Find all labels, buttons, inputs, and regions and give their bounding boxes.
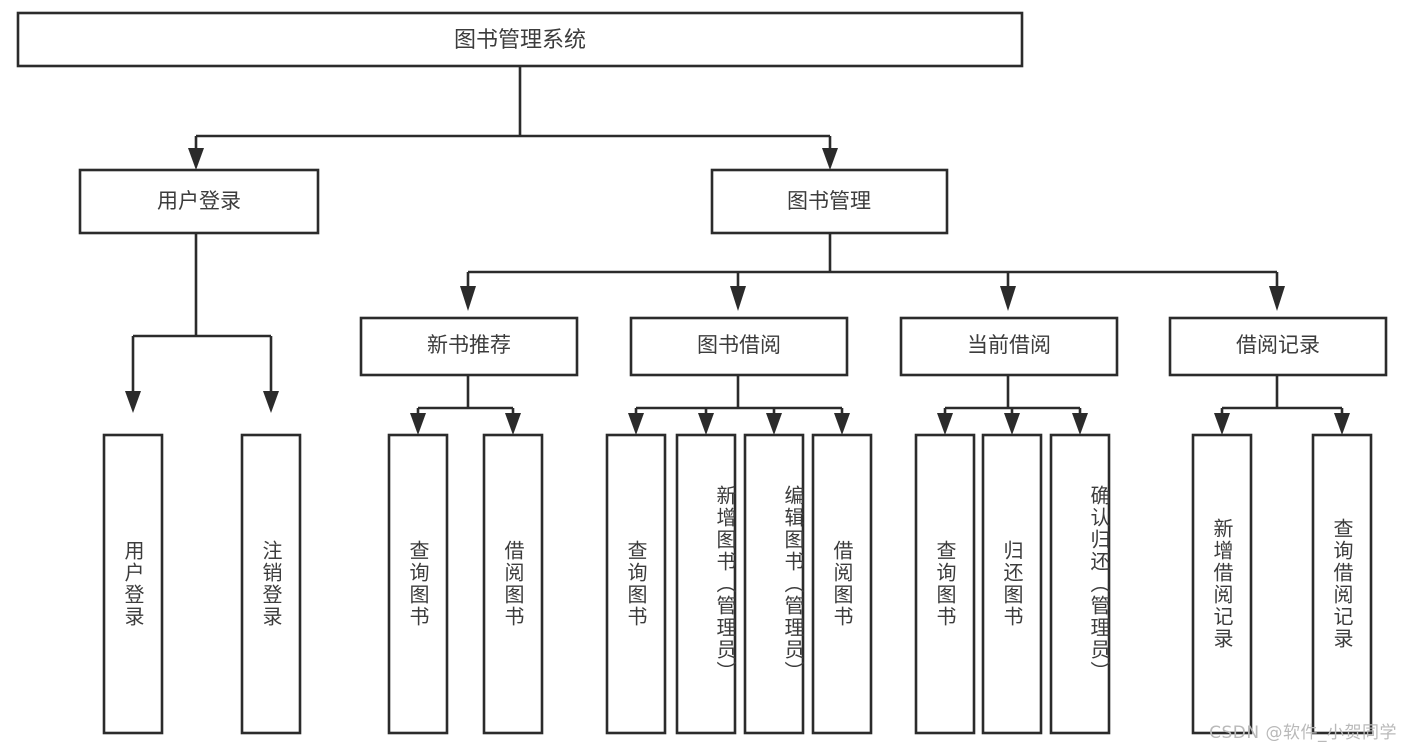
arrow-head-currentborrow-leaf-3	[1072, 413, 1088, 435]
arrow-head-bookborrow	[730, 286, 746, 311]
csdn-watermark: CSDN @软件_小贺同学	[1209, 723, 1397, 743]
leaf-box-book-borrow-3[interactable]	[743, 433, 805, 735]
node-current-borrow-box[interactable]	[899, 316, 1119, 377]
arrow-head-currentborrow-leaf-2	[1004, 413, 1020, 435]
node-borrow-record[interactable]: 借阅记录	[1168, 316, 1388, 377]
node-book-borrow-label: 图书借阅	[697, 333, 781, 357]
node-borrow-record-label: 借阅记录	[1236, 333, 1320, 357]
arrow-head-newbook	[460, 286, 476, 311]
leaf-box-new-book-1[interactable]	[387, 433, 449, 735]
node-user-login[interactable]: 用户登录	[78, 168, 320, 235]
arrow-head-currentborrow-leaf-1	[937, 413, 953, 435]
node-new-book-recommend-label: 新书推荐	[427, 333, 511, 357]
leaf-box-current-borrow-3[interactable]	[1049, 433, 1111, 735]
node-book-borrow[interactable]: 图书借阅	[629, 316, 849, 377]
leaf-box-book-borrow-2[interactable]	[675, 433, 737, 735]
arrow-head-userlogin	[188, 148, 204, 170]
leaf-box-current-borrow-1[interactable]	[914, 433, 976, 735]
node-root[interactable]: 图书管理系统	[16, 11, 1024, 68]
node-user-login-label: 用户登录	[157, 189, 241, 213]
arrow-head-borrowrecord-leaf-1	[1214, 413, 1230, 435]
arrow-head-user-login-leaf	[125, 391, 141, 413]
leaf-box-user-login-1[interactable]	[102, 433, 164, 735]
arrow-head-currentborrow	[1000, 286, 1016, 311]
arrow-head-bookmgmt	[822, 148, 838, 170]
arrow-head-newbook-leaf-1	[410, 413, 426, 435]
node-book-management-box[interactable]	[710, 168, 949, 235]
arrow-head-borrowrecord-leaf-2	[1334, 413, 1350, 435]
node-user-login-box[interactable]	[78, 168, 320, 235]
arrow-head-logout-leaf	[263, 391, 279, 413]
arrow-head-bookborrow-leaf-2	[698, 413, 714, 435]
node-current-borrow[interactable]: 当前借阅	[899, 316, 1119, 377]
arrow-head-borrowrecord	[1269, 286, 1285, 311]
node-book-management-label: 图书管理	[787, 189, 871, 213]
node-root-label: 图书管理系统	[454, 28, 586, 53]
connector-group	[125, 66, 1350, 435]
leaf-box-book-borrow-4[interactable]	[811, 433, 873, 735]
arrow-head-bookborrow-leaf-3	[766, 413, 782, 435]
node-book-management[interactable]: 图书管理	[710, 168, 949, 235]
arrow-head-newbook-leaf-2	[505, 413, 521, 435]
leaf-box-current-borrow-2[interactable]	[981, 433, 1043, 735]
leaf-box-borrow-record-2[interactable]	[1311, 433, 1373, 735]
leaf-box-book-borrow-1[interactable]	[605, 433, 667, 735]
node-new-book-recommend-box[interactable]	[359, 316, 579, 377]
node-root-box[interactable]	[16, 11, 1024, 68]
node-book-borrow-box[interactable]	[629, 316, 849, 377]
arrow-head-bookborrow-leaf-4	[834, 413, 850, 435]
leaf-box-borrow-record-1[interactable]	[1191, 433, 1253, 735]
node-new-book-recommend[interactable]: 新书推荐	[359, 316, 579, 377]
node-borrow-record-box[interactable]	[1168, 316, 1388, 377]
arrow-head-bookborrow-leaf-1	[628, 413, 644, 435]
leaf-box-user-login-2[interactable]	[240, 433, 302, 735]
node-current-borrow-label: 当前借阅	[967, 333, 1051, 357]
leaf-box-new-book-2[interactable]	[482, 433, 544, 735]
